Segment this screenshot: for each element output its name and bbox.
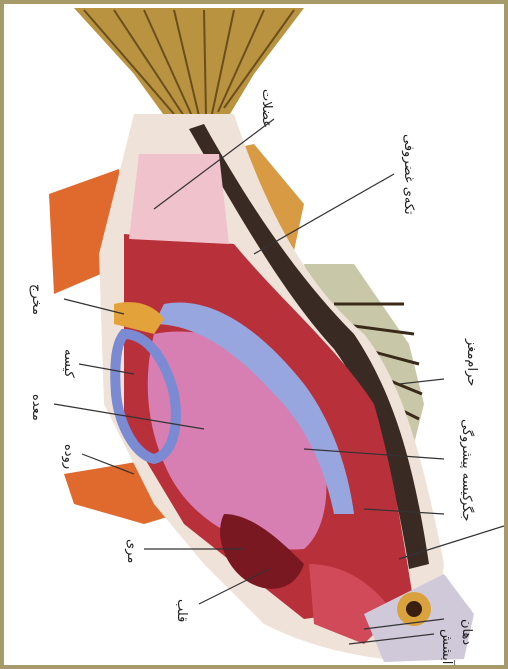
- label-spinal-cord: حرام‌مغز: [464, 339, 479, 386]
- label-kidney: کیسه: [61, 349, 76, 378]
- label-mouth: دهان: [459, 619, 474, 645]
- label-esophagus: مری: [124, 539, 139, 563]
- label-gills: آبشش: [439, 629, 454, 664]
- label-liver: جگر: [459, 499, 474, 521]
- label-stomach: معده: [29, 394, 44, 421]
- label-gonad: مخرج: [29, 284, 44, 315]
- label-intestine: روده: [61, 444, 76, 469]
- fish-anatomy-diagram: [4, 4, 504, 665]
- eye-pupil: [406, 601, 422, 617]
- label-heart: قلب: [174, 599, 189, 622]
- label-swim-bladder: کیسه پیشروگی: [459, 419, 474, 501]
- label-muscles: عضلات: [259, 89, 274, 128]
- caudal-muscle: [129, 154, 229, 244]
- label-bony-fin: تکه‌ی غضروفی: [401, 134, 416, 215]
- diagram-panel: عضلات تکه‌ی غضروفی حرام‌مغز کیسه پیشروگی…: [4, 4, 504, 665]
